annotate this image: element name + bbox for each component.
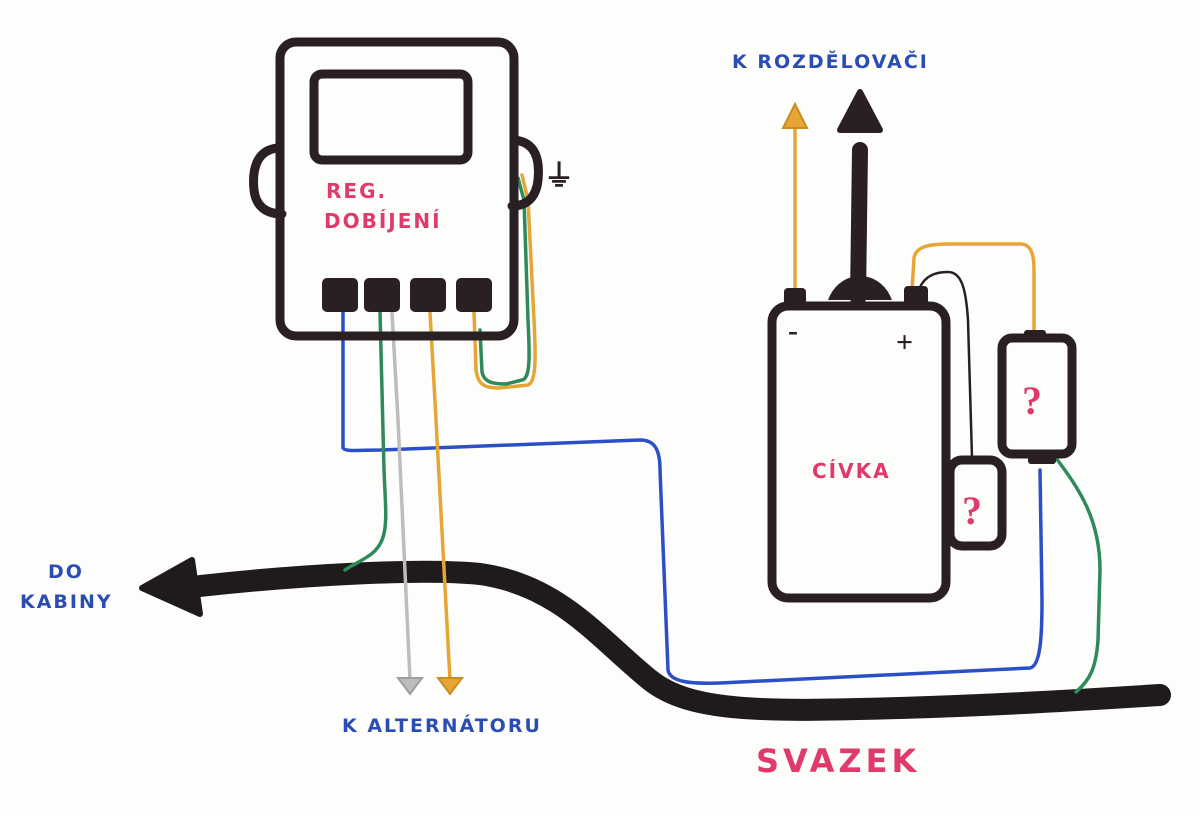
- regulator-window: [309, 69, 473, 165]
- regulator-label-line1: REG.: [326, 179, 387, 203]
- wire-green-left: [343, 310, 388, 572]
- label-harness: SVAZEK: [756, 742, 920, 780]
- unknown-device-large: ?: [997, 330, 1077, 464]
- harness-arrowhead: [139, 557, 203, 617]
- regulator-terminal-4: [456, 278, 492, 312]
- wire-blue: [341, 310, 1044, 685]
- wire-grey: [390, 310, 412, 682]
- unknown-device-large-top-terminal: [1024, 330, 1046, 340]
- coil-label: CÍVKA: [812, 459, 891, 483]
- regulator-terminal-3: [410, 278, 446, 312]
- wire-black-thin: [916, 270, 974, 460]
- label-to-cabin-line2: KABINY: [20, 591, 113, 613]
- unknown-device-small-body: [945, 455, 1007, 551]
- wire-orange-alternator: [428, 310, 452, 682]
- label-to-cabin-line1: DO: [48, 561, 84, 583]
- regulator-right-ear: [507, 135, 543, 211]
- regulator-body: [275, 37, 519, 341]
- coil-plus-sign: +: [896, 326, 913, 359]
- coil-top-cap: [828, 276, 892, 300]
- wire-green-right: [1054, 456, 1102, 694]
- coil-ht-lead: [850, 142, 868, 306]
- harness-cable: [139, 557, 1171, 721]
- unknown-device-large-label: ?: [1022, 378, 1042, 423]
- coil-minus-sign: -: [788, 314, 798, 347]
- unknown-device-large-bottom-terminal: [1028, 452, 1056, 464]
- regulator-terminal-1: [322, 278, 358, 312]
- regulator-terminal-2: [364, 278, 400, 312]
- wire-green-loop: [478, 176, 531, 386]
- grey-arrowhead: [396, 677, 424, 696]
- wire-orange-loop: [472, 173, 537, 390]
- orange-arrowhead: [436, 677, 464, 696]
- regulator-label-line2: DOBÍJENÍ: [324, 209, 442, 233]
- ignition-coil: - + CÍVKA: [767, 89, 951, 603]
- wire-orange-coil-device: [910, 242, 1036, 337]
- regulator-ground-icon: ⏚: [544, 160, 574, 193]
- unknown-device-small-label: ?: [962, 488, 982, 533]
- label-to-distributor: K ROZDĚLOVAČI: [732, 49, 929, 73]
- orange-distributor-arrowhead: [781, 101, 809, 129]
- charge-regulator: REG. DOBÍJENÍ ⏚: [249, 37, 574, 341]
- regulator-left-ear: [249, 143, 287, 219]
- coil-ht-arrowhead: [837, 89, 883, 133]
- coil-terminal-plus: [904, 286, 928, 306]
- coil-body: [767, 301, 951, 603]
- label-to-alternator: K ALTERNÁTORU: [342, 714, 542, 737]
- unknown-device-small: ?: [945, 455, 1007, 551]
